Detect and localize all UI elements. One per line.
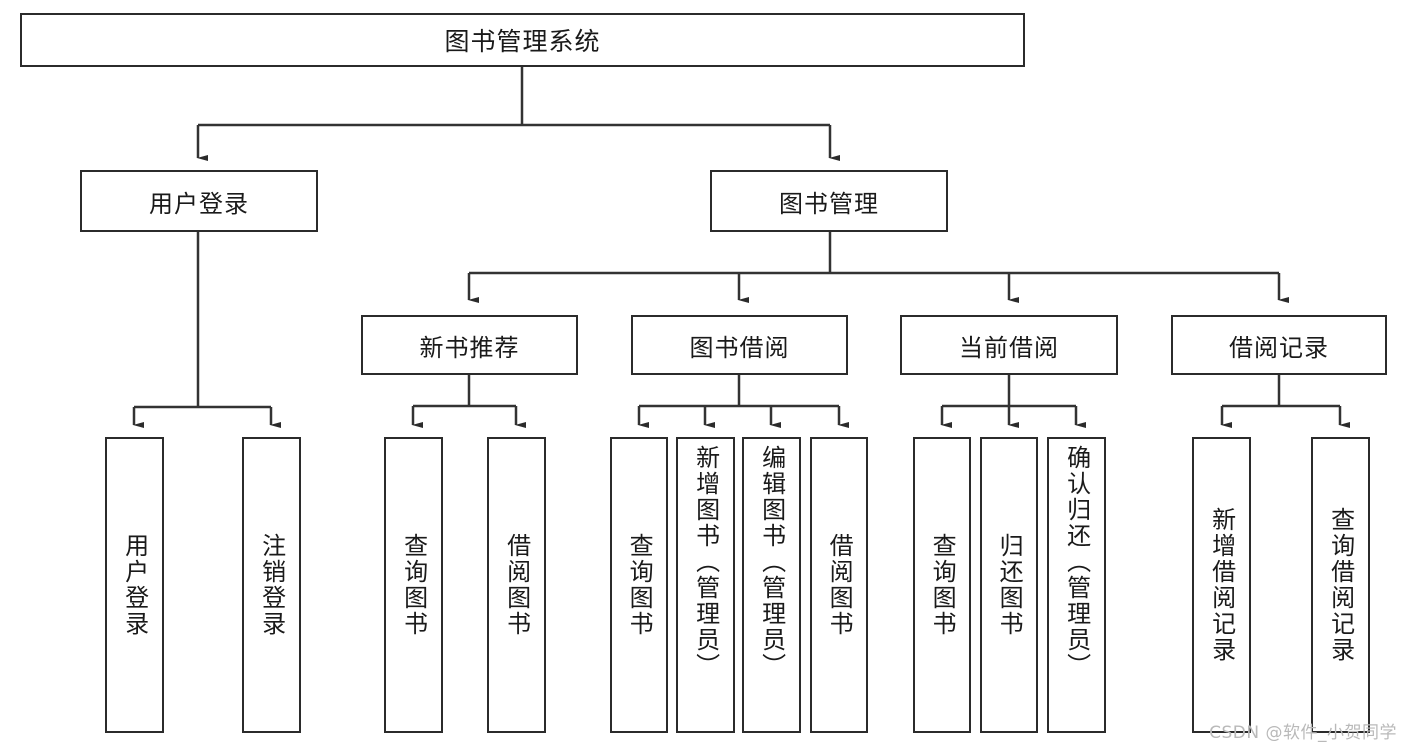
node-label: 确认归还（管理员）: [1062, 445, 1091, 679]
leaf-add-borrow-record[interactable]: 新增借阅记录: [1192, 437, 1251, 733]
node-label: 查询借阅记录: [1326, 507, 1355, 663]
node-label: 新增图书（管理员）: [691, 445, 720, 679]
node-label: 新书推荐: [419, 333, 520, 362]
node-label: 图书管理系统: [444, 27, 601, 56]
node-label: 编辑图书（管理员）: [757, 445, 786, 679]
node-label: 图书管理: [779, 189, 879, 218]
leaf-query-book-current[interactable]: 查询图书: [913, 437, 971, 733]
leaf-query-borrow-record[interactable]: 查询借阅记录: [1311, 437, 1370, 733]
node-borrow-record[interactable]: 借阅记录: [1171, 315, 1387, 375]
leaf-query-book-borrow[interactable]: 查询图书: [610, 437, 668, 733]
node-label: 用户登录: [149, 189, 249, 218]
node-label: 新增借阅记录: [1207, 507, 1236, 663]
leaf-borrow-book[interactable]: 借阅图书: [810, 437, 868, 733]
node-label: 借阅图书: [502, 533, 531, 637]
node-label: 注销登录: [257, 533, 286, 637]
node-book-management[interactable]: 图书管理: [710, 170, 948, 232]
watermark-text: CSDN @软件_小贺同学: [1209, 723, 1397, 743]
node-root-system[interactable]: 图书管理系统: [20, 13, 1025, 67]
leaf-logout-login[interactable]: 注销登录: [242, 437, 301, 733]
node-label: 查询图书: [625, 533, 654, 637]
leaf-edit-book-admin[interactable]: 编辑图书（管理员）: [742, 437, 801, 733]
node-label: 查询图书: [399, 533, 428, 637]
node-label: 当前借阅: [959, 333, 1059, 362]
node-book-borrow[interactable]: 图书借阅: [631, 315, 848, 375]
node-current-borrow[interactable]: 当前借阅: [900, 315, 1118, 375]
node-user-login[interactable]: 用户登录: [80, 170, 318, 232]
leaf-query-book-recommend[interactable]: 查询图书: [384, 437, 443, 733]
leaf-add-book-admin[interactable]: 新增图书（管理员）: [676, 437, 735, 733]
leaf-return-book[interactable]: 归还图书: [980, 437, 1038, 733]
node-label: 借阅图书: [825, 533, 854, 637]
node-label: 查询图书: [928, 533, 957, 637]
node-label: 归还图书: [995, 533, 1024, 637]
leaf-user-login[interactable]: 用户登录: [105, 437, 164, 733]
node-label: 用户登录: [120, 533, 149, 637]
node-label: 图书借阅: [689, 333, 790, 362]
leaf-confirm-return-admin[interactable]: 确认归还（管理员）: [1047, 437, 1106, 733]
node-new-book-recommend[interactable]: 新书推荐: [361, 315, 578, 375]
node-label: 借阅记录: [1229, 333, 1329, 362]
leaf-borrow-book-recommend[interactable]: 借阅图书: [487, 437, 546, 733]
